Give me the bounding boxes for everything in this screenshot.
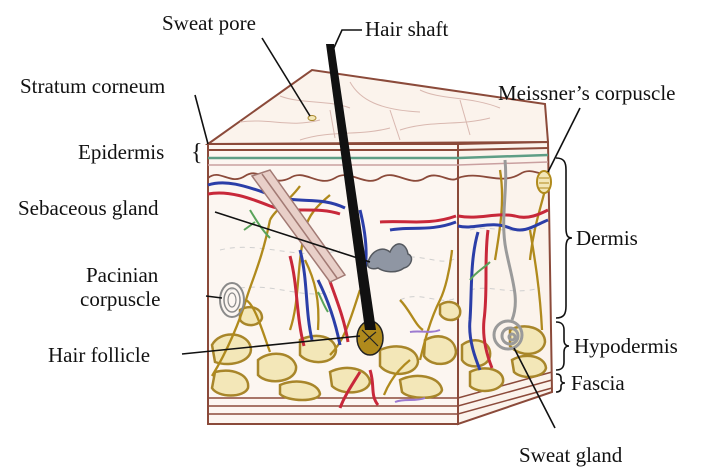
meissners-corpuscle-shape	[537, 171, 551, 193]
label-hypodermis: Hypodermis	[574, 334, 678, 358]
label-sweat-gland: Sweat gland	[519, 443, 623, 467]
label-hair-shaft: Hair shaft	[365, 17, 449, 41]
label-sweat-pore: Sweat pore	[162, 11, 256, 35]
label-hair-follicle: Hair follicle	[48, 343, 150, 367]
leader-hair-shaft	[332, 30, 362, 52]
label-sebaceous-gland: Sebaceous gland	[18, 196, 159, 220]
label-dermis: Dermis	[576, 226, 638, 250]
label-epidermis: Epidermis	[78, 140, 164, 164]
epidermis-brace: {	[191, 140, 203, 166]
label-pacinian-line1: Pacinian	[86, 263, 159, 287]
sweat-pore-dot	[308, 116, 316, 121]
leader-stratum-corneum	[195, 95, 208, 144]
fascia-brace	[556, 374, 565, 392]
label-meissners-corpuscle: Meissner’s corpuscle	[498, 81, 676, 105]
label-stratum-corneum: Stratum corneum	[20, 74, 165, 98]
label-fascia: Fascia	[571, 371, 625, 395]
hypodermis-brace	[556, 322, 569, 370]
dermis-brace	[556, 158, 572, 318]
label-pacinian-line2: corpuscle	[80, 287, 160, 311]
